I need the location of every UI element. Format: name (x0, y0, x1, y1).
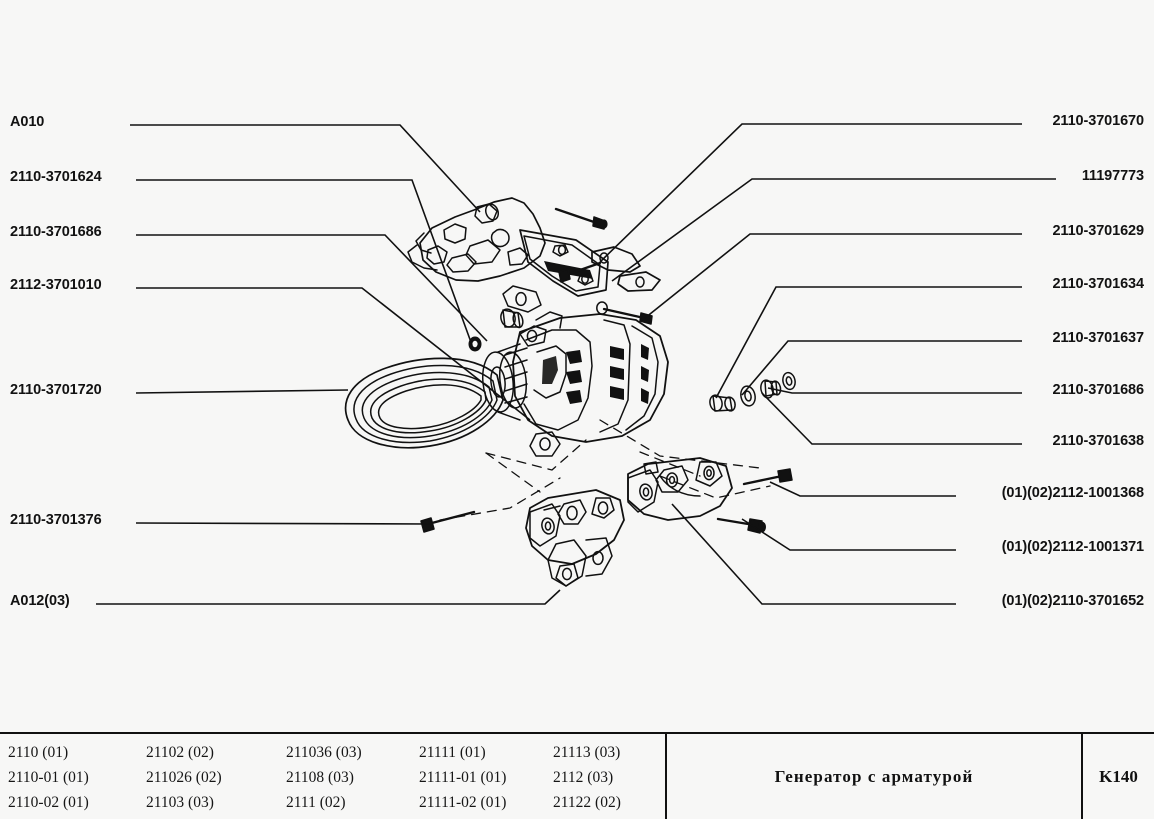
assembly-title: Генератор с арматурой (774, 766, 974, 786)
part-label-2110-3701720[interactable]: 2110-3701720 (10, 382, 102, 398)
part-label-2110-3701634[interactable]: 2110-3701634 (1052, 276, 1144, 292)
applicability-table: 2110 (01) 21102 (02) 211036 (03) 21111 (01)… (0, 732, 1154, 819)
model-code-cell: 2112 (03) (553, 768, 614, 786)
part-label-2110-3701376[interactable]: 2110-3701376 (10, 512, 102, 528)
washer-d-part (782, 371, 796, 391)
bracket-bolt-upper-part (558, 261, 602, 283)
table-row: 2110-02 (01) 21103 (03) 2111 (02) 21111-02 … (0, 790, 665, 815)
table-divider-right (1081, 734, 1083, 819)
alternator-body-part (482, 311, 669, 457)
table-divider-left (665, 734, 667, 819)
drive-belt-part (344, 357, 504, 449)
upper-long-bolt-part (554, 207, 608, 230)
lower-bolt-right-upper-part (742, 468, 793, 486)
part-label-01-02-2110-3701652[interactable]: (01)(02)2110-3701652 (1001, 593, 1144, 609)
model-code-cell: 211036 (03) (286, 743, 362, 761)
part-label-a010[interactable]: A010 (10, 114, 45, 130)
part-label-01-02-2112-1001371[interactable]: (01)(02)2112-1001371 (1001, 539, 1144, 555)
part-label-a012-03[interactable]: A012(03) (10, 593, 70, 609)
part-label-2110-3701629[interactable]: 2110-3701629 (1052, 223, 1144, 239)
model-code-cell: 21111-01 (01) (419, 768, 507, 786)
sheet-code: K140 (1099, 766, 1138, 786)
part-label-2110-3701624[interactable]: 2110-3701624 (10, 169, 102, 185)
model-code-cell: 21102 (02) (146, 743, 214, 761)
washer-spacer-group-part (709, 371, 796, 412)
model-code-cell: 2110-01 (01) (8, 768, 89, 786)
model-code-cell: 21108 (03) (286, 768, 354, 786)
part-label-2110-3701686[interactable]: 2110-3701686 (10, 224, 102, 240)
part-label-11197773[interactable]: 11197773 (1081, 168, 1144, 184)
model-code-cell: 2110-02 (01) (8, 793, 89, 811)
part-label-2110-3701638[interactable]: 2110-3701638 (1052, 433, 1144, 449)
model-code-cell: 21111-02 (01) (419, 793, 507, 811)
part-label-2112-3701010[interactable]: 2112-3701010 (10, 277, 102, 293)
washer-b-part (740, 385, 756, 407)
small-nut-part (468, 336, 482, 352)
model-code-columns: 2110 (01) 21102 (02) 211036 (03) 21111 (01)… (0, 734, 665, 819)
lower-bolt-left-part (420, 510, 476, 533)
model-code-cell: 21103 (03) (146, 793, 214, 811)
model-code-cell: 2110 (01) (8, 743, 69, 761)
table-row: 2110 (01) 21102 (02) 211036 (03) 21111 (01)… (0, 740, 665, 765)
bushing-a-part (709, 394, 736, 412)
alternator-pulley-part (482, 343, 528, 421)
model-code-cell: 211026 (02) (146, 768, 222, 786)
part-label-2110-3701670[interactable]: 2110-3701670 (1052, 113, 1144, 129)
part-label-01-02-2112-1001368[interactable]: (01)(02)2112-1001368 (1001, 485, 1144, 501)
model-code-cell: 21113 (03) (553, 743, 621, 761)
lower-right-bracket-part (627, 457, 733, 521)
part-label-2110-3701686[interactable]: 2110-3701686 (1052, 382, 1144, 398)
model-code-cell: 21122 (02) (553, 793, 621, 811)
table-row: 2110-01 (01) 211026 (02) 21108 (03) 21111-0… (0, 765, 665, 790)
lower-bolt-right-lower-part (716, 517, 766, 534)
tensioner-arm-part (591, 246, 661, 292)
upper-mounting-bracket-part (407, 197, 609, 329)
lower-left-bracket-part (525, 489, 625, 587)
model-code-cell: 21111 (01) (419, 743, 486, 761)
spacer-bushing-part (500, 308, 524, 329)
part-label-2110-3701637[interactable]: 2110-3701637 (1052, 330, 1144, 346)
model-code-cell: 2111 (02) (286, 793, 346, 811)
